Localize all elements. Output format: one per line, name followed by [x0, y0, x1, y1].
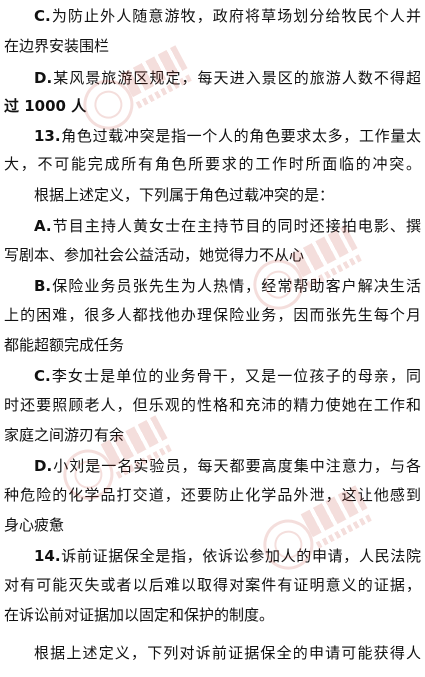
question-14-line-1: 14.诉前证据保全是指，依诉讼参加人的申请，人民法院: [34, 547, 421, 565]
option-c-line-2: 在边界安装围栏: [4, 37, 110, 55]
option-d-line-1: D.某风景旅游区规定，每天进入景区的旅游人数不得超: [34, 69, 421, 87]
option-c-line-1: C.为防止外人随意游牧，政府将草场划分给牧民个人并: [34, 7, 421, 25]
option-d2-line-2: 种危险的化学品打交道，还要防止化学品外泄，这让他感到: [4, 486, 421, 504]
question-14-prompt: 根据上述定义，下列对诉前证据保全的申请可能获得人: [34, 644, 421, 662]
option-c2-line-2: 时还要照顾老人，但乐观的性格和充沛的精力使她在工作和: [4, 396, 421, 414]
question-13-prompt: 根据上述定义，下列属于角色过载冲突的是：: [34, 186, 335, 204]
option-a-line-2: 写剧本、参加社会公益活动，她觉得力不从心: [4, 246, 305, 264]
question-14-line-3: 在诉讼前对证据加以固定和保护的制度。: [4, 606, 275, 624]
option-b-line-2: 上的困难，很多人都找他办理保险业务，因而张先生每个月: [4, 306, 421, 324]
option-b-line-3: 都能超额完成任务: [4, 336, 125, 354]
option-d2-line-1: D.小刘是一名实验员，每天都要高度集中注意力，与各: [34, 457, 421, 475]
question-13-line-1: 13.角色过载冲突是指一个人的角色要求太多，工作量太: [34, 127, 421, 145]
question-14-line-2: 对有可能灭失或者以后难以取得对案件有证明意义的证据，: [4, 576, 421, 594]
option-c2-line-3: 家庭之间游刃有余: [4, 426, 125, 444]
option-a-line-1: A.节目主持人黄女士在主持节目的同时还接拍电影、撰: [34, 217, 421, 235]
option-d-line-2: 过 1000 人: [4, 97, 87, 115]
option-d2-line-3: 身心疲惫: [4, 516, 65, 534]
option-b-line-1: B.保险业务员张先生为人热情，经常帮助客户解决生活: [34, 277, 421, 295]
question-13-line-2: 大，不可能完成所有角色所要求的工作时所面临的冲突。: [4, 155, 421, 173]
option-c2-line-1: C.李女士是单位的业务骨干，又是一位孩子的母亲，同: [34, 367, 421, 385]
